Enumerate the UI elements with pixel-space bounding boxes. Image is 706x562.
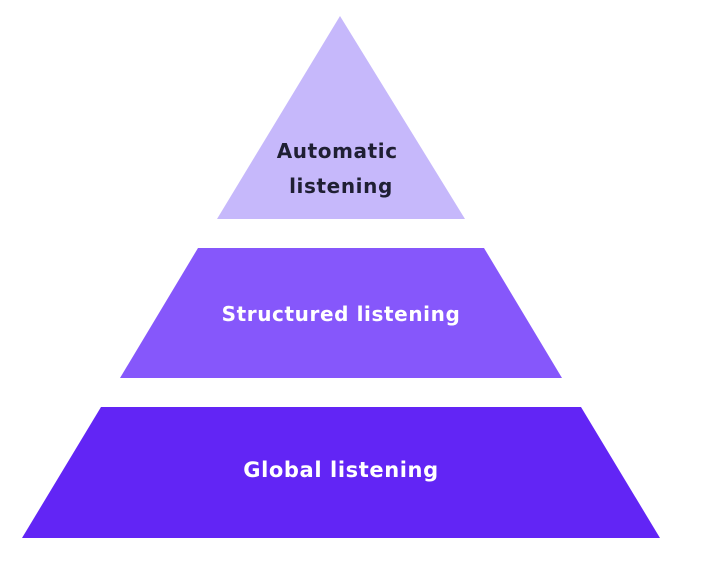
tier-top-label-line-2: listening	[289, 174, 393, 198]
tier-top-label-line-1: Automatic	[277, 139, 398, 163]
tier-bottom-shape	[22, 407, 660, 538]
tier-top-shape	[217, 16, 465, 219]
tier-global-listening: Global listening	[22, 407, 660, 538]
tier-structured-listening: Structured listening	[120, 248, 562, 378]
tier-top-label: Automatic listening	[277, 139, 406, 198]
tier-automatic-listening: Automatic listening	[217, 16, 465, 219]
tier-middle-shape	[120, 248, 562, 378]
tier-middle-label: Structured listening	[222, 302, 461, 326]
tier-bottom-label: Global listening	[243, 458, 438, 482]
